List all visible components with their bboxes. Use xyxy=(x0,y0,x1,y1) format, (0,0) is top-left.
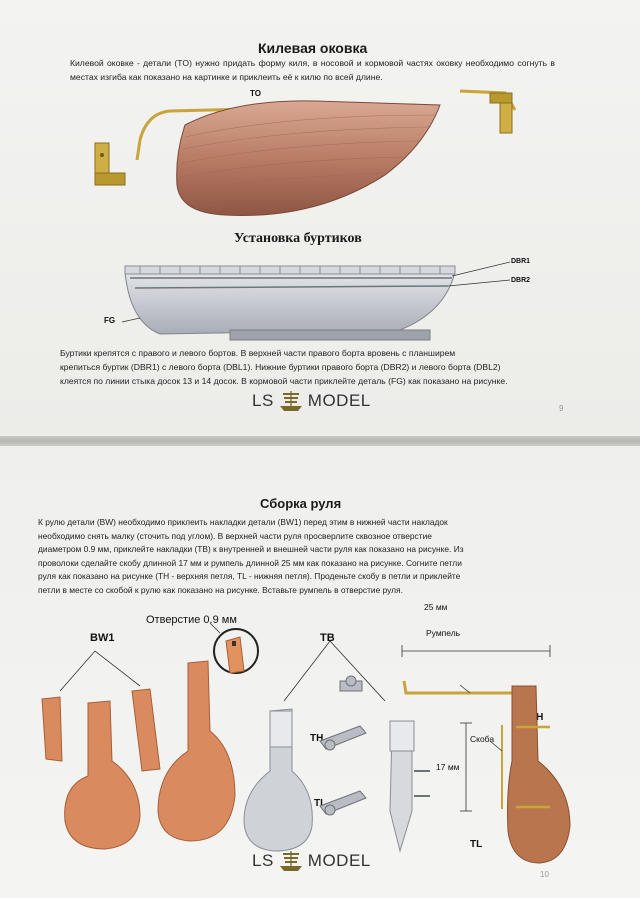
ship-icon xyxy=(278,850,304,872)
rudder-assembled xyxy=(158,661,235,841)
keel-instructions: Килевой оковке - детали (TO) нужно прида… xyxy=(70,56,555,84)
keel-illustration xyxy=(85,85,545,235)
rails-section-title: Установка буртиков xyxy=(234,231,362,247)
rudder-final xyxy=(508,686,571,863)
brand-logo: LS MODEL xyxy=(252,390,371,412)
hinge-top xyxy=(340,676,362,691)
bracket-left xyxy=(95,143,125,185)
hinge-tl xyxy=(320,791,366,815)
rails-illustration xyxy=(100,252,540,352)
rails-instructions: Буртики крепятся с правого и левого борт… xyxy=(60,346,590,388)
label-fg: FG xyxy=(104,316,115,325)
hull-shape xyxy=(177,101,440,216)
ship-icon xyxy=(278,390,304,412)
logo-text-model: MODEL xyxy=(308,851,371,871)
rudder-illustration xyxy=(30,611,590,861)
label-dbr2: DBR2 xyxy=(511,277,530,284)
rudder-section-title: Сборка руля xyxy=(260,496,341,511)
keel-section-title: Килевая оковка xyxy=(258,40,367,56)
page-10: Сборка руля К рулю детали (BW) необходим… xyxy=(0,446,640,898)
rudder-instructions: К рулю детали (BW) необходимо приклеить … xyxy=(38,516,610,597)
brand-logo-bottom: LS MODEL xyxy=(252,850,371,872)
logo-text-ls: LS xyxy=(252,851,274,871)
hinge-th xyxy=(320,726,366,750)
page-number: 10 xyxy=(540,870,549,879)
logo-text-model: MODEL xyxy=(308,391,371,411)
label-dbr1: DBR1 xyxy=(511,258,530,265)
bracket-right xyxy=(490,93,512,133)
page-number: 9 xyxy=(559,404,563,413)
logo-text-ls: LS xyxy=(252,391,274,411)
tiller-wire xyxy=(404,681,530,693)
page-9: Килевая оковка Килевой оковке - детали (… xyxy=(0,0,640,438)
bw-blade xyxy=(65,701,140,849)
